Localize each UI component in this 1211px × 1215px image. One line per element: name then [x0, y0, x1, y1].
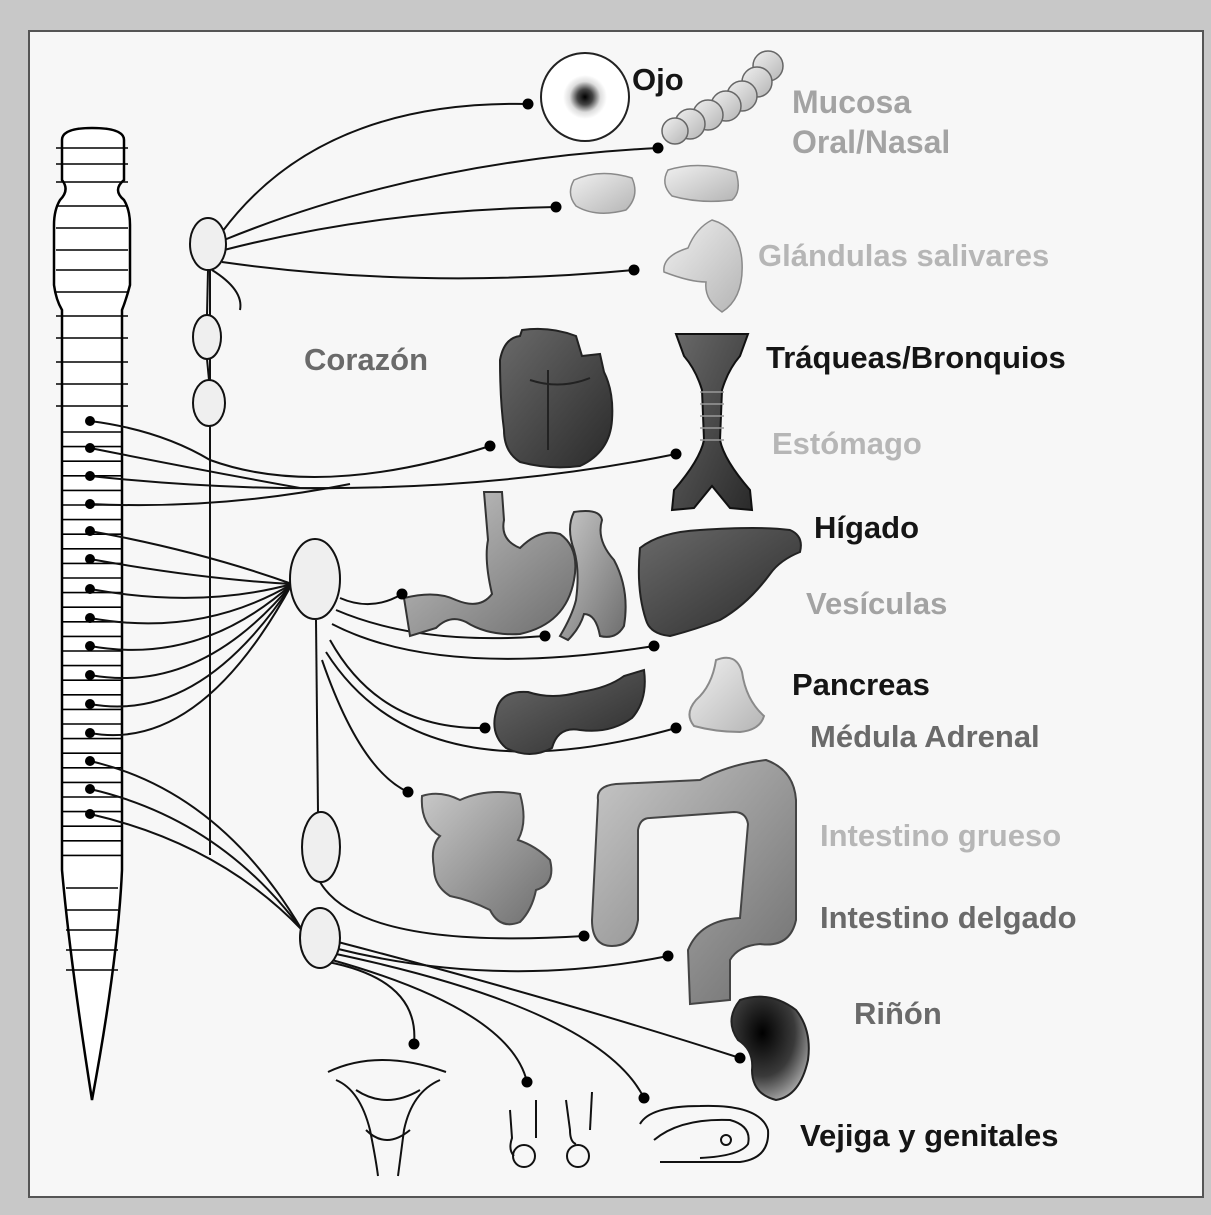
- stomach-icon: [404, 492, 575, 636]
- label-salivary-glands: Glándulas salivares: [758, 240, 1049, 273]
- trachea-icon: [672, 334, 752, 510]
- bladder-icon: [640, 1106, 768, 1162]
- eye-icon: [541, 53, 629, 141]
- nerve-ending-dot: [523, 99, 534, 110]
- ganglia: [190, 218, 340, 968]
- label-liver: Hígado: [814, 512, 919, 545]
- nerve-root-dot: [85, 554, 95, 564]
- nerve-ending-dot: [735, 1053, 746, 1064]
- nerve-ending-dot: [671, 723, 682, 734]
- nerve-root-dot: [85, 471, 95, 481]
- label-bladder-genitals: Vejiga y genitales: [800, 1120, 1058, 1153]
- nerve-root-dot: [85, 443, 95, 453]
- nerve-ending-dot: [551, 202, 562, 213]
- nerve-to-salivary: [222, 262, 634, 278]
- uterus-icon: [328, 1060, 446, 1176]
- organs: [328, 51, 809, 1176]
- nerve-root-dot: [85, 416, 95, 426]
- nerve-ending-dot: [653, 143, 664, 154]
- nerve-to-kidney: [338, 942, 740, 1058]
- nerve-to-small-intestine: [322, 660, 408, 792]
- nerve-to-colon: [334, 948, 668, 971]
- nerve-fiber: [207, 359, 209, 380]
- label-gallbladder: Vesículas: [806, 588, 947, 621]
- superior-cervical-ganglion: [190, 218, 226, 270]
- nerve-ending-dot: [671, 449, 682, 460]
- nerve-root-dot: [85, 499, 95, 509]
- label-stomach: Estómago: [772, 428, 922, 461]
- nerve-fiber: [316, 620, 318, 812]
- nerve-root-dot: [85, 670, 95, 680]
- nerve-ending-dot: [403, 787, 414, 798]
- nerve-ending-dot: [663, 951, 674, 962]
- label-nasal-mucosa-line1: Mucosa: [792, 86, 911, 120]
- label-pancreas: Pancreas: [792, 669, 930, 702]
- nerve-ending-dot: [522, 1077, 533, 1088]
- nerve-ending-dot: [639, 1093, 650, 1104]
- nerve-to-stomach: [340, 594, 402, 604]
- nerve-to-heart: [90, 421, 490, 477]
- nerve-ending-dot: [629, 265, 640, 276]
- label-adrenal-medulla: Médula Adrenal: [810, 721, 1040, 754]
- nerve-to-uterus: [328, 962, 414, 1044]
- celiac-ganglion: [290, 539, 340, 619]
- nerve-to-salivary: [224, 207, 556, 250]
- nerve-root-dot: [85, 613, 95, 623]
- genitals-icon: [510, 1092, 592, 1167]
- nerve-ending-dot: [480, 723, 491, 734]
- label-large-intestine: Intestino grueso: [820, 820, 1061, 853]
- nerve-ending-dot: [397, 589, 408, 600]
- nerve-root-dot: [85, 809, 95, 819]
- liver-icon: [639, 528, 801, 636]
- label-small-intestine: Intestino delgado: [820, 902, 1077, 935]
- label-nasal-mucosa-line2: Oral/Nasal: [792, 126, 950, 160]
- nerve-ending-dot: [579, 931, 590, 942]
- nerve-to-genitals: [332, 960, 527, 1082]
- nerve-ending-dot: [649, 641, 660, 652]
- inferior-cervical-ganglion: [193, 380, 225, 426]
- nerve-root-dot: [85, 699, 95, 709]
- middle-cervical-ganglion: [193, 315, 221, 359]
- nerve-root-dot: [85, 728, 95, 738]
- large-intestine-icon: [592, 760, 796, 1004]
- nerve-ending-dot: [540, 631, 551, 642]
- superior-mesenteric-ganglion: [302, 812, 340, 882]
- nerve-fiber: [90, 476, 340, 488]
- nerve-root-dot: [85, 526, 95, 536]
- nerve-ending-dot: [409, 1039, 420, 1050]
- nerve-root-dot: [85, 756, 95, 766]
- salivary-glands-icon: [570, 165, 742, 312]
- inferior-mesenteric-ganglion: [300, 908, 340, 968]
- kidney-icon: [731, 997, 808, 1100]
- nerve-root-dot: [85, 584, 95, 594]
- nerve-to-pancreas: [330, 640, 485, 728]
- nerve-ending-dot: [485, 441, 496, 452]
- label-trachea-bronchi: Tráqueas/Bronquios: [766, 342, 1066, 375]
- label-heart: Corazón: [304, 344, 428, 377]
- label-kidney: Riñón: [854, 998, 942, 1031]
- nerve-root-dot: [85, 641, 95, 651]
- heart-icon: [500, 329, 612, 467]
- nerve-root-dot: [85, 784, 95, 794]
- nerve-fiber: [207, 270, 208, 315]
- small-intestine-icon: [422, 792, 552, 924]
- label-eye: Ojo: [632, 64, 684, 97]
- nerve-fiber: [212, 270, 240, 310]
- adrenal-medulla-icon: [689, 658, 764, 732]
